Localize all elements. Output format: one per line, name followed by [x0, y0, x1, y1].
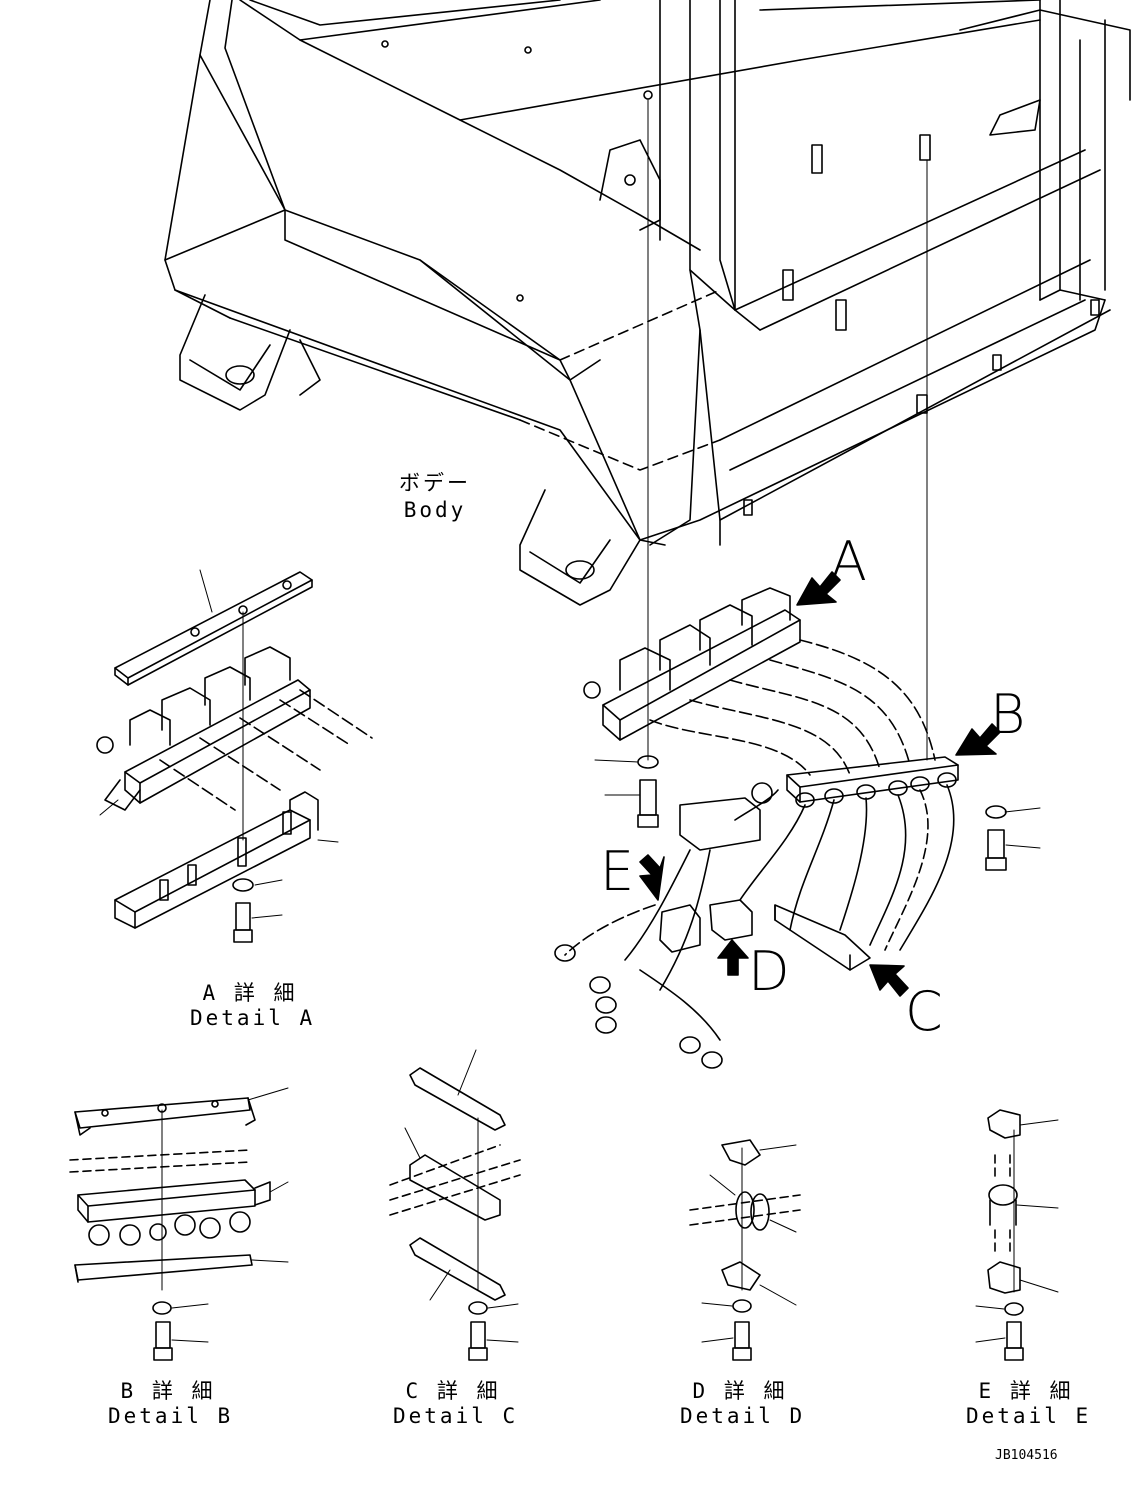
callout-b: B	[990, 683, 1026, 746]
detail-e-label-en: Detail E	[966, 1404, 1092, 1428]
arrow-d-icon	[718, 940, 748, 975]
callout-e: E	[600, 840, 635, 903]
detail-a-label-jp: A 詳 細	[202, 981, 298, 1005]
detail-b-drawing	[70, 1088, 288, 1360]
arrow-c-icon	[870, 965, 908, 996]
detail-a-label-en: Detail A	[190, 1006, 316, 1030]
detail-e-label-jp: E 詳 細	[978, 1379, 1074, 1403]
detail-d-label-jp: D 詳 細	[692, 1379, 788, 1403]
detail-c-drawing	[390, 1050, 520, 1360]
body-label-jp: ボデー	[399, 471, 471, 495]
arrow-a-icon	[797, 572, 840, 605]
detail-e-drawing	[976, 1110, 1058, 1360]
detail-b-label-jp: B 詳 細	[120, 1379, 216, 1403]
cab-body	[165, 0, 1130, 760]
detail-a-drawing	[97, 570, 372, 942]
hose-manifold-assembly	[555, 588, 1040, 1068]
drawing-code: JB104516	[995, 1448, 1058, 1463]
body-label-en: Body	[403, 498, 467, 522]
detail-d-label-en: Detail D	[680, 1404, 806, 1428]
detail-d-drawing	[690, 1140, 800, 1360]
callout-c: C	[905, 980, 943, 1043]
detail-c-label-en: Detail C	[393, 1404, 519, 1428]
callout-d: D	[748, 940, 790, 1003]
callout-a: A	[830, 530, 867, 593]
detail-b-label-en: Detail B	[108, 1404, 234, 1428]
detail-c-label-jp: C 詳 細	[405, 1379, 501, 1403]
callout-arrows	[640, 572, 1000, 996]
arrow-e-icon	[640, 855, 664, 900]
arrow-b-icon	[956, 724, 1000, 755]
